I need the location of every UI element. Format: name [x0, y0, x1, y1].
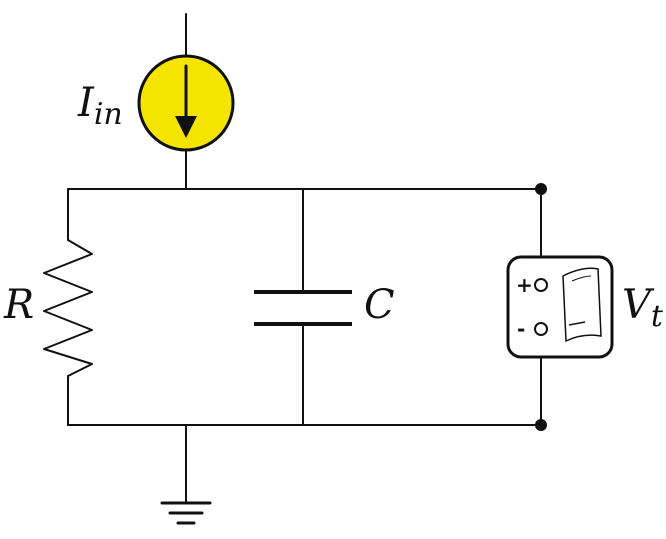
resistor-icon [43, 239, 93, 377]
capacitor-label: C [364, 282, 395, 328]
current-source-icon [137, 54, 235, 152]
current-source-label: Iin [77, 80, 123, 132]
capacitor-icon [254, 290, 352, 326]
resistor-label: R [3, 282, 34, 328]
meter-plus-sign: + [516, 273, 533, 297]
meter-minus-sign: - [517, 317, 525, 341]
ground-icon [160, 501, 212, 525]
voltmeter-icon [506, 255, 614, 359]
voltmeter-label: Vt [622, 282, 664, 334]
